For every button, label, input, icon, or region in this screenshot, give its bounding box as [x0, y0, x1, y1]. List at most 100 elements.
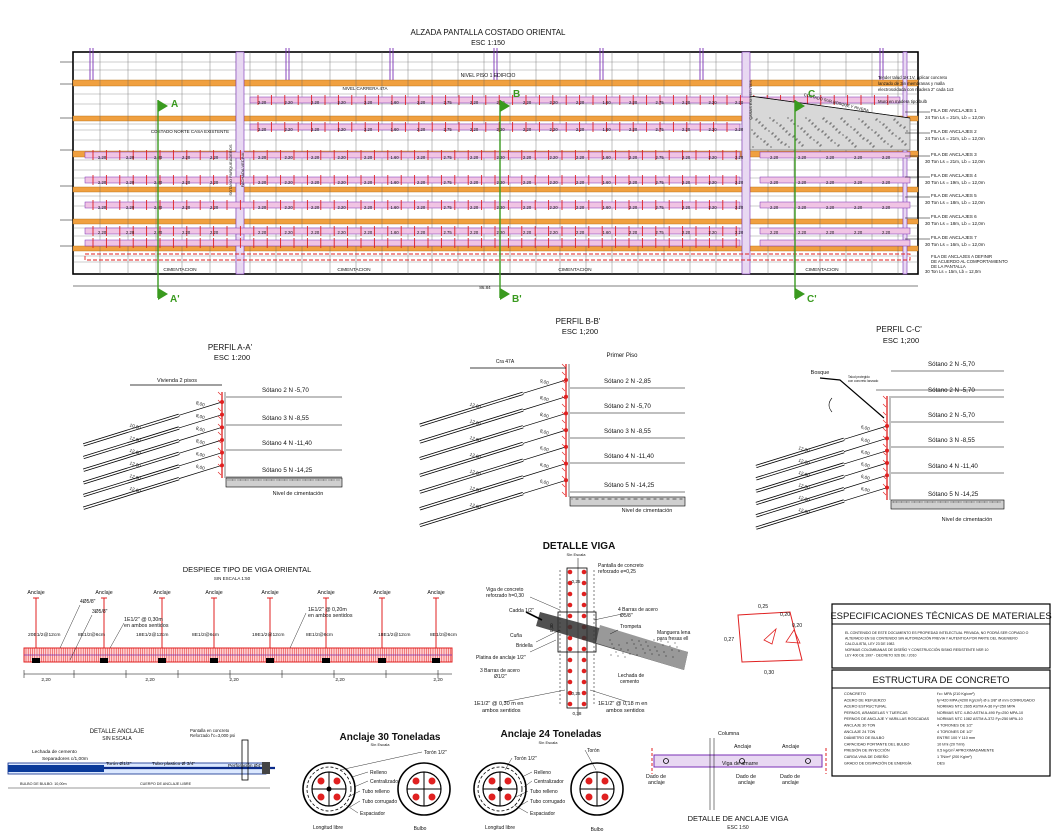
hatch: [217, 391, 222, 396]
anchor-free: [843, 450, 888, 465]
label: 2.20: [258, 180, 267, 185]
label: NORMAS NTC 2605 ASTM A-36 Fy=250 MPA: [937, 705, 1016, 709]
fill-dot: [868, 126, 870, 128]
fill-dot: [252, 479, 254, 481]
label: 2.20: [311, 155, 320, 160]
leader: [289, 612, 307, 649]
tie-beam: [653, 754, 823, 768]
fill-dot: [894, 118, 896, 120]
hatch: [561, 387, 566, 392]
fill-dot: [879, 121, 881, 123]
label: 2.20: [338, 230, 347, 235]
fill-dot: [846, 136, 848, 138]
label: 1.60: [603, 180, 612, 185]
label: 2.20: [126, 180, 135, 185]
anchor-30-section: Anclaje 30 Toneladas Sin Escala Torón 1/…: [302, 732, 451, 832]
anchor-head: [564, 444, 568, 449]
fill-dot: [812, 122, 814, 124]
fill-dot: [945, 501, 947, 503]
hatch: [561, 403, 566, 408]
anchor-bulb-core: [83, 477, 180, 509]
profile-a-title: PERFIL A-A': [208, 343, 253, 352]
label: 0,20: [792, 623, 802, 629]
rebar: [581, 580, 587, 586]
label: CUERPO DE ANCLAJE LIBRE: [140, 782, 192, 786]
anchor-30-subtitle: Sin Escala: [371, 742, 391, 747]
fill-dot: [616, 498, 618, 500]
fill-dot: [653, 498, 655, 500]
hatch: [561, 459, 566, 464]
fill-dot: [895, 501, 897, 503]
fill-dot: [882, 124, 884, 126]
rebar: [567, 701, 573, 707]
fill-dot: [800, 128, 802, 130]
strand: [412, 793, 420, 801]
fill-dot: [820, 144, 822, 146]
label: Anclaje: [427, 590, 444, 596]
fill-dot: [810, 136, 812, 138]
fill-dot: [318, 479, 320, 481]
fill-dot: [871, 129, 873, 131]
label: anclaje: [738, 780, 755, 786]
fill-dot: [284, 479, 286, 481]
label: para fresas ell: [657, 636, 688, 642]
fill-dot: [667, 498, 669, 500]
label: 2.20: [338, 180, 347, 185]
fill-dot: [783, 127, 785, 129]
profile-c: PERFIL C-C' ESC 1;200 Bosque Nivel de ci…: [755, 325, 1005, 530]
label: Relleno: [534, 770, 551, 776]
label: Dado de: [646, 774, 666, 780]
label: 2.20: [709, 205, 718, 210]
anchor-head: [564, 461, 568, 466]
fill-dot: [273, 479, 275, 481]
label: 2.20: [258, 100, 267, 105]
fill-dot: [672, 498, 674, 500]
rebar: [581, 690, 587, 696]
rebar: [567, 657, 573, 663]
beam-detail-subtitle: Sin Escala: [567, 552, 587, 557]
fill-dot: [640, 498, 642, 500]
label: 2,20: [335, 677, 345, 683]
hatch: [217, 439, 222, 444]
fill-dot: [792, 136, 794, 138]
fill-dot: [615, 651, 617, 653]
fill-dot: [622, 498, 624, 500]
fill-dot: [934, 501, 936, 503]
strand: [601, 793, 609, 801]
label: 3Ø5/8": [92, 609, 108, 615]
label: FILA DE ANCLAJES 4: [931, 173, 977, 178]
label: Centralizador: [370, 779, 400, 785]
top-note: Tender talud 1H:1V, aplicar concretolanz…: [878, 75, 954, 104]
fill-dot: [613, 647, 615, 649]
anchor-free: [178, 401, 223, 416]
label: 2.20: [629, 155, 638, 160]
fill-dot: [947, 501, 949, 503]
label: Longitud libre: [313, 825, 343, 831]
label: 2.20: [126, 230, 135, 235]
fill-dot: [583, 498, 585, 500]
fill-dot: [634, 498, 636, 500]
fill-dot: [624, 656, 626, 658]
strand: [317, 777, 325, 785]
anchor-bulb-core: [83, 439, 180, 471]
fill-dot: [989, 501, 991, 503]
fill-dot: [773, 119, 775, 121]
fill-dot: [878, 134, 880, 136]
fill-dot: [620, 648, 622, 650]
fill-dot: [901, 141, 903, 143]
label: 2.20: [826, 205, 835, 210]
fill-dot: [863, 137, 865, 139]
label: Dado de: [780, 774, 800, 780]
rebar: [581, 657, 587, 663]
label: Sótano 4 N -11,40: [928, 463, 978, 470]
label: ambos sentidos: [606, 708, 645, 714]
fill-dot: [780, 142, 782, 144]
label: GRADO DE DISIPACIÓN DE ENERGÍA: [844, 760, 912, 765]
anchor-24-title: Anclaje 24 Toneladas: [501, 729, 602, 740]
label: 2.20: [882, 205, 891, 210]
fill-dot: [864, 124, 866, 126]
label: 8,00: [539, 428, 549, 436]
leader: [609, 629, 619, 635]
fill-dot: [237, 479, 239, 481]
orange-band: [72, 79, 919, 87]
